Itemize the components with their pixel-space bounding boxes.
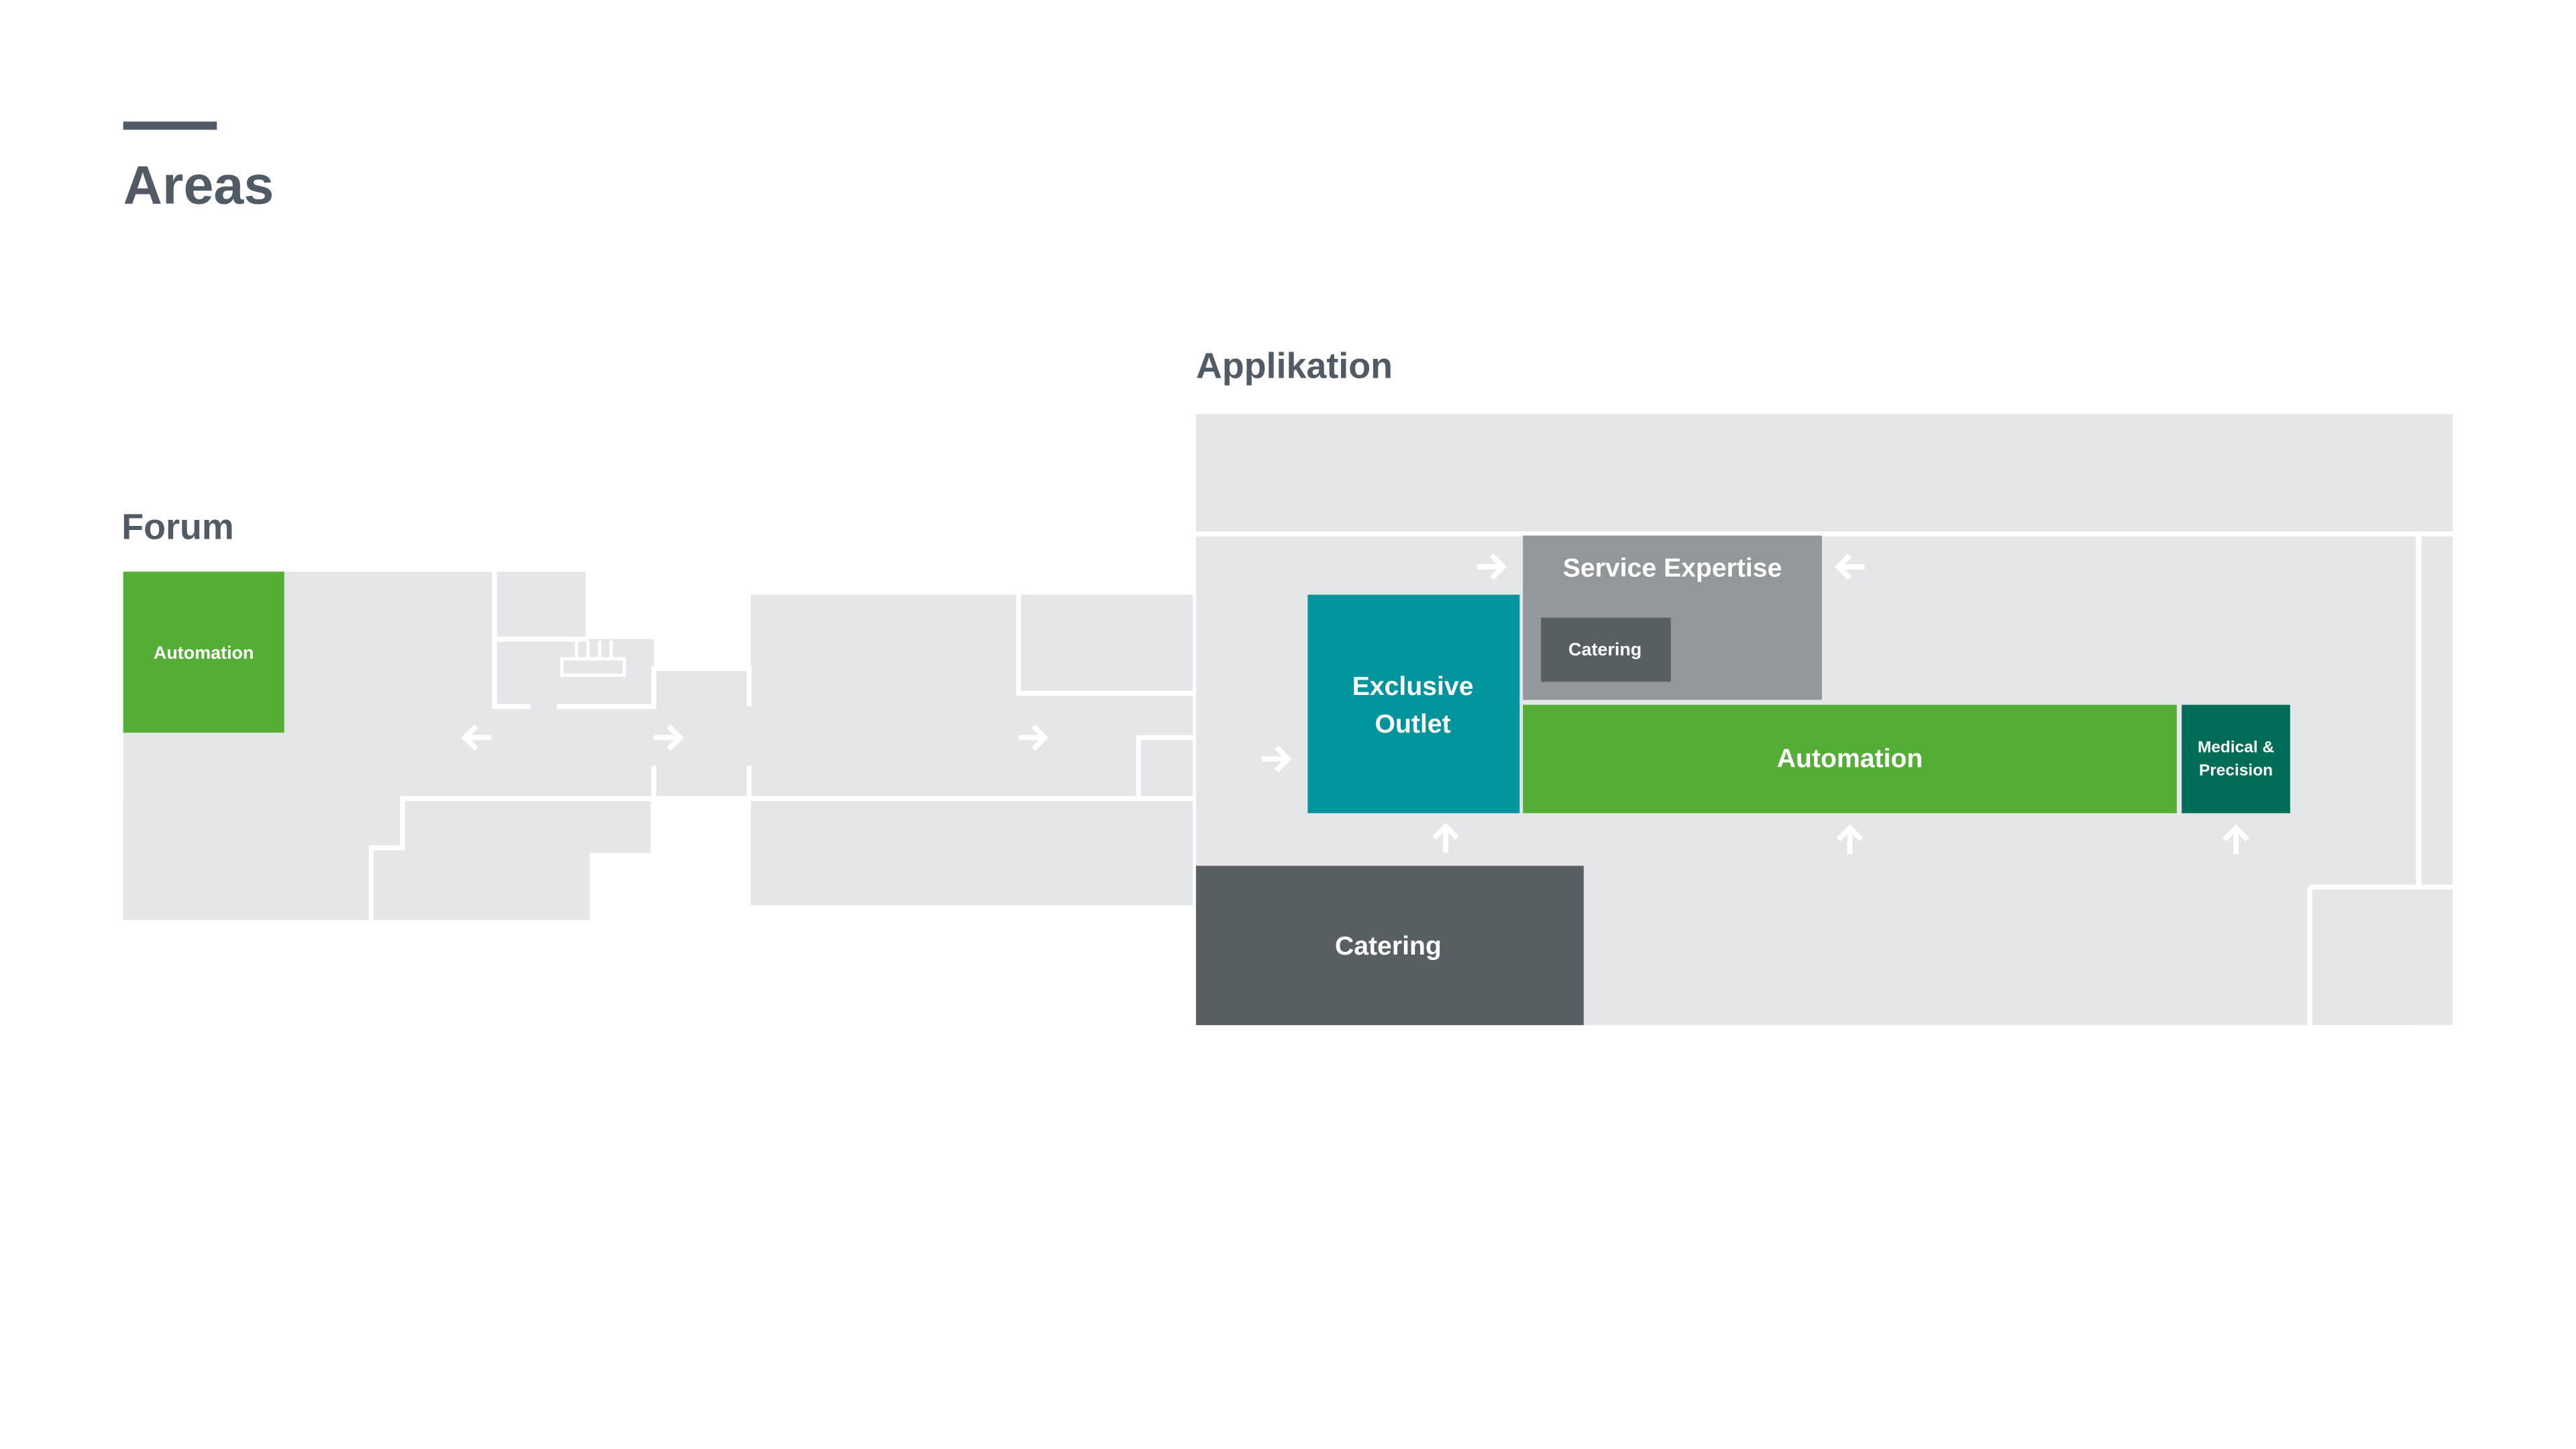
medical-precision-area[interactable]: Medical & Precision	[2182, 704, 2290, 814]
forum-automation-area[interactable]: Automation	[123, 572, 284, 733]
applikation-heading: Applikation	[1196, 345, 1393, 386]
exclusive-outlet-label-line1: Exclusive	[1352, 672, 1474, 701]
exclusive-outlet-area[interactable]: Exclusive Outlet	[1307, 594, 1520, 814]
forum-floor	[123, 572, 1193, 922]
service-expertise-label: Service Expertise	[1563, 554, 1782, 583]
forum-automation-label: Automation	[154, 643, 254, 663]
arrow-right-icon	[653, 724, 684, 751]
forum-heading: Forum	[121, 506, 234, 547]
page-title: Areas	[123, 156, 274, 216]
arrow-left-icon	[461, 724, 492, 751]
forum-walls	[368, 572, 1195, 922]
service-catering-area[interactable]: Catering	[1541, 617, 1671, 682]
title-accent-bar	[123, 121, 217, 130]
arrow-up-icon	[1836, 824, 1864, 855]
applikation-automation-label: Automation	[1777, 745, 1923, 773]
service-catering-label: Catering	[1568, 639, 1642, 659]
applikation-walls	[1195, 531, 2453, 1026]
arrow-right-icon	[1477, 553, 1507, 580]
catering-area[interactable]: Catering	[1195, 865, 1584, 1026]
arrow-right-icon	[1018, 724, 1049, 751]
medical-precision-label-line1: Medical &	[2198, 739, 2274, 757]
stairs-icon	[560, 641, 627, 677]
arrow-left-icon	[1834, 553, 1865, 580]
arrow-up-icon	[1432, 822, 1460, 853]
applikation-automation-area[interactable]: Automation	[1523, 704, 2177, 814]
catering-label: Catering	[1335, 932, 1442, 961]
medical-precision-label-line2: Precision	[2199, 761, 2273, 780]
arrow-up-icon	[2222, 824, 2249, 855]
arrow-right-icon	[1261, 745, 1292, 773]
exclusive-outlet-label-line2: Outlet	[1375, 710, 1451, 739]
